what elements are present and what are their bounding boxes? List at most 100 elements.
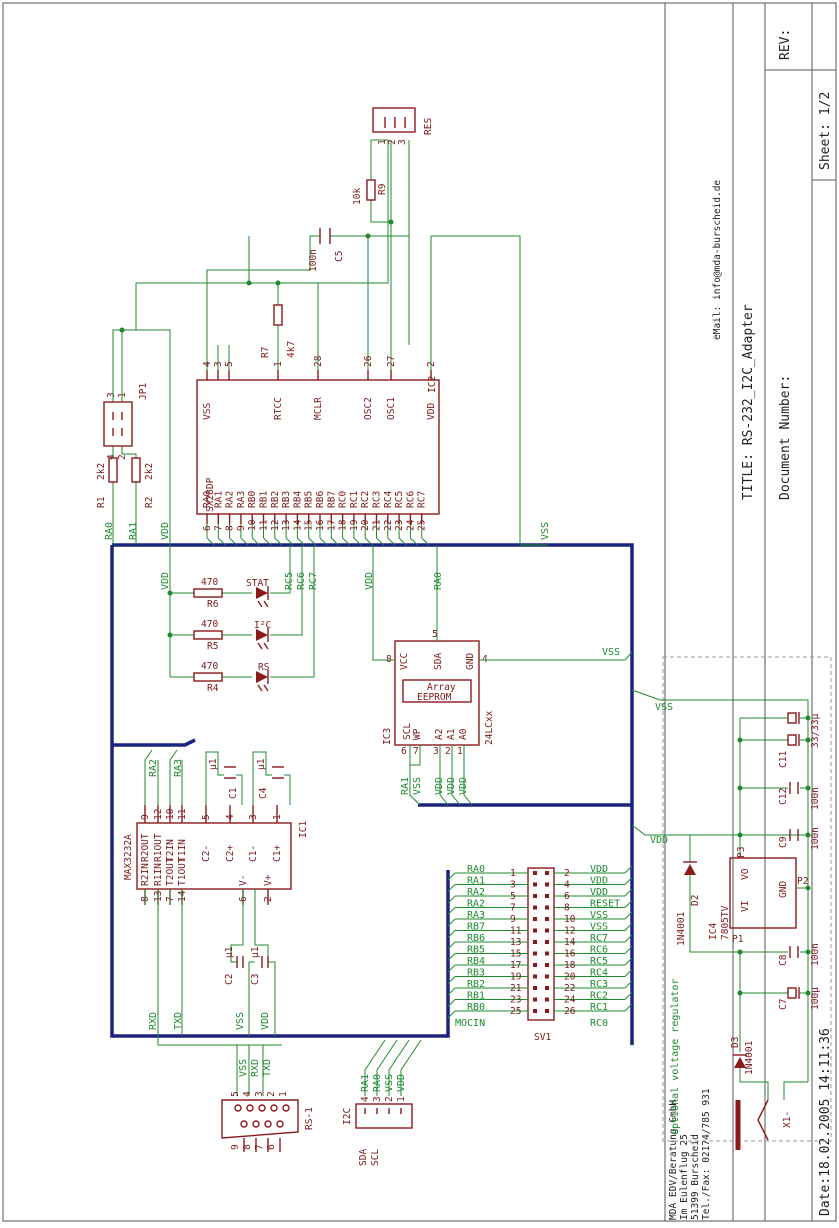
ic1-bottom-pin-num-2: 2 (263, 896, 274, 902)
sv1-right-bus-entry (624, 957, 633, 966)
net-ra1-i2c: RA1 (360, 1074, 371, 1092)
ic2-bus-entry (274, 537, 283, 546)
sv1-right-num: 6 (564, 891, 570, 902)
sv1-right-net: VSS (590, 910, 608, 921)
ic2-bus-entry (308, 537, 317, 546)
sv1-right-num: 12 (564, 926, 575, 937)
sv1-right-bus-entry (624, 1003, 633, 1012)
ic3-pinnum-7: 7 (413, 746, 419, 757)
ic2-bus-entry (206, 537, 215, 546)
sv1-right-net: RC5 (590, 956, 608, 967)
ic3-pinnum-1: 1 (457, 746, 463, 757)
ic2-pin-num-20: 20 (360, 519, 371, 531)
ic2-pin-num-17: 17 (326, 520, 337, 531)
ic1-wires: RA2 RA3 RXD TXD VSS VDD (144, 749, 291, 1036)
sv1-ref: SV1 (534, 1032, 551, 1043)
c3-value: µ1 (250, 946, 261, 958)
c1-capacitor: C1 µ1 (208, 758, 239, 799)
ic2-top-pin-num-4: 4 (202, 361, 213, 367)
r2-ref: R2 (144, 497, 155, 508)
sv1-right-net: RC7 (590, 933, 608, 944)
eeprom-block-label: EEPROM (417, 692, 452, 703)
ic2-bus-entry (297, 537, 305, 546)
sv1-right-num: 22 (564, 983, 575, 994)
sv1-right-bus-entry (624, 911, 633, 920)
ic2-pin-name-rb5: RB5 (304, 491, 315, 508)
sv1-right-bus-entry (624, 934, 633, 943)
sv1-right-bus-entry (624, 980, 633, 989)
ic3-pinnum-6: 6 (401, 746, 407, 757)
ic2-bus-entry (319, 537, 328, 546)
ic2-bus-entry (285, 537, 294, 546)
ic1-bottom-pin-name-r1in: R1IN (153, 863, 164, 886)
regulator-wires: VSS VDD (631, 689, 811, 1100)
rs1-pin-6: 6 (266, 1144, 277, 1150)
ic3-ref: IC3 (382, 728, 393, 745)
rs1-pin-5: 5 (230, 1091, 241, 1097)
c1-ref: C1 (228, 787, 239, 799)
sv1-left-num: 7 (510, 903, 516, 914)
ic1-top-pin-num-4: 4 (225, 814, 236, 820)
ic4-regulator: VI VO GND IC4 7805TV P1 P2 P3 (708, 847, 808, 945)
ic3-pin-sda: SDA (433, 653, 444, 670)
led-rs (256, 670, 269, 692)
rs1-pin-7: 7 (254, 1144, 265, 1150)
net-ra1-top: RA1 (128, 522, 139, 540)
ic2-pin-num-15: 15 (304, 520, 315, 531)
document-number-label: Document Number: (778, 375, 793, 500)
ic3-wires: VDD RA0 VSS RA1 VSS VDD VDD VDD (364, 545, 633, 806)
sv1-right-net: RC6 (590, 945, 608, 956)
ic2-pin-name-rb7: RB7 (326, 491, 337, 508)
ic3-pinnum-3: 3 (433, 746, 439, 757)
ic2-bus-entry (342, 537, 350, 546)
r6-ref: R6 (207, 599, 219, 610)
ic1-top-pin-num-1: 1 (272, 814, 283, 820)
net-vdd-i2c: VDD (396, 1074, 407, 1092)
ic2-top-pin-name-vdd: VDD (426, 403, 437, 420)
sv1-left-net: RA2 (467, 899, 485, 910)
sv1-left-net: RA3 (467, 910, 485, 921)
sv1-left-net: RB0 (467, 1002, 485, 1013)
d3-value: 1N4001 (744, 1040, 755, 1075)
sv1-right-bus-entry (624, 923, 633, 931)
ic2-top-pin-num-26: 26 (363, 355, 374, 367)
c4-value: µ1 (256, 758, 267, 770)
net-vdd-ic3: VDD (364, 572, 375, 590)
sv1-pin-right (545, 882, 549, 887)
jp1-pin-3: 3 (106, 392, 117, 398)
net-vdd-a2: VDD (434, 777, 445, 795)
sv1-right-net: VDD (590, 864, 608, 875)
sv1-left-num: 17 (510, 960, 521, 971)
sv1-left-bus-entry (447, 1010, 456, 1019)
sv1-left-bus-entry (447, 976, 456, 984)
sv1-left-net: RA1 (467, 876, 485, 887)
sv1-left-num: 21 (510, 983, 522, 994)
ic2-pin-name-rc2: RC2 (360, 491, 371, 508)
sv1-right-num: 26 (564, 1006, 576, 1017)
c9-ref: C9 (778, 836, 789, 848)
ic2-pin-num-24: 24 (405, 519, 416, 531)
sv1-pin-right (545, 871, 549, 875)
drawing-title: TITLE: RS-232_I2C_Adapter (741, 304, 756, 500)
jp1-pin-2: 2 (117, 454, 128, 460)
ic4-p1: P1 (732, 934, 744, 945)
jp1-pin-4: 4 (106, 454, 117, 460)
rs1-pin-4: 4 (242, 1091, 253, 1097)
ic1-value: MAX3232A (123, 834, 134, 880)
net-ra1-ic3: RA1 (400, 777, 411, 795)
ic2-pin-name-rc3: RC3 (372, 491, 383, 508)
r1-value: 2k2 (96, 463, 107, 480)
ic2-pin-num-23: 23 (394, 520, 405, 531)
sv1-pin-left (533, 905, 537, 910)
sv1-right-num: 8 (564, 903, 570, 914)
sv1-pin-right (545, 1009, 549, 1013)
ic2-pin-num-18: 18 (338, 519, 349, 531)
net-vss-top: VSS (540, 522, 551, 540)
ic1-bottom-pin-name-t1out: T1OUT (177, 857, 188, 886)
regulator-capacitors: C11 33/33µ C12 100n C9 100n C8 100n C7 1… (740, 712, 821, 1010)
sv1-right-bus-entry (624, 888, 633, 897)
ic2-bus-entry (229, 537, 237, 546)
sv1-left-net: RA2 (467, 887, 485, 898)
res-pin-1: 1 (377, 139, 388, 145)
r7-resistor: R7 4k7 (260, 304, 297, 358)
